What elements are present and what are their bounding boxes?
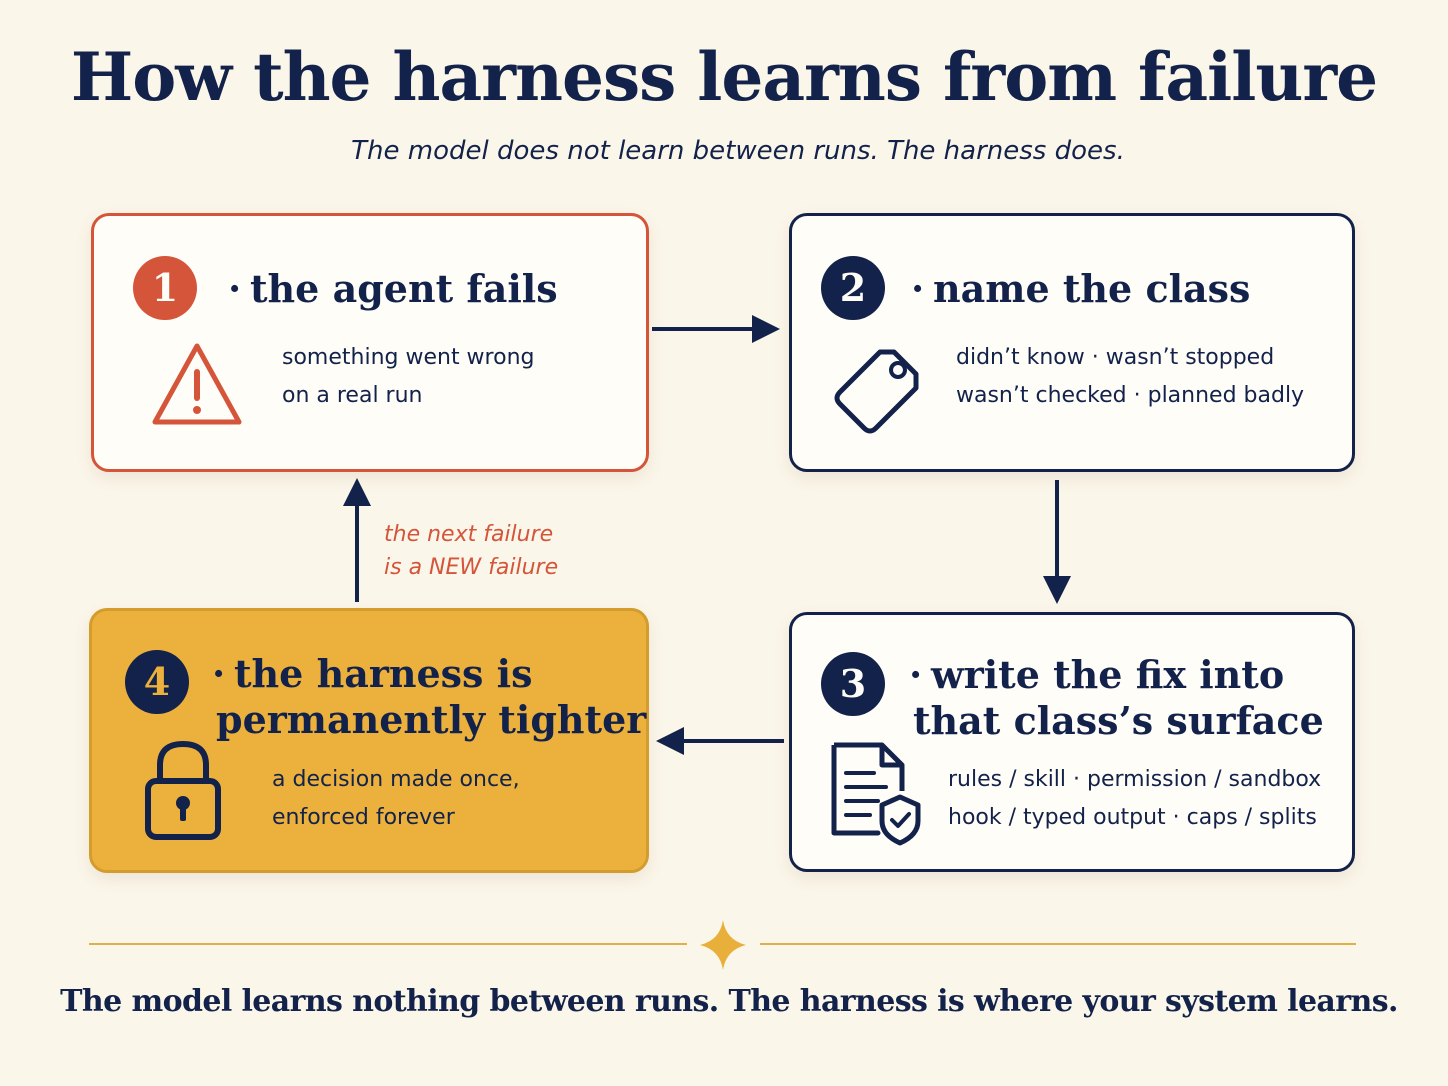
step-card-2: 2 ·name the class didn’t know · wasn’t s… <box>789 213 1355 472</box>
arrow-step3-to-step4 <box>656 727 784 755</box>
step-description-line: enforced forever <box>272 805 455 830</box>
tag-icon <box>834 349 919 434</box>
step-description-line: didn’t know · wasn’t stopped <box>956 345 1275 370</box>
step-title: ·write the fix into that class’s surface <box>909 652 1324 743</box>
feedback-label-line: the next failure <box>384 522 554 547</box>
step-description: something went wrong on a real run <box>282 339 534 415</box>
step-description-line: something went wrong <box>282 345 535 370</box>
step-title: ·the agent fails <box>228 266 558 311</box>
feedback-label: the next failure is a NEW failure <box>384 518 558 584</box>
step-description-line: hook / typed output · caps / splits <box>948 805 1317 830</box>
step-description-line: rules / skill · permission / sandbox <box>948 767 1322 792</box>
step-title-line: the agent fails <box>250 266 558 311</box>
step-number-badge: 2 <box>821 256 885 320</box>
step-title-line: permanently tighter <box>216 697 647 742</box>
page-title: How the harness learns from failure <box>70 38 1378 116</box>
padlock-icon <box>145 740 221 840</box>
step-description: rules / skill · permission / sandbox hoo… <box>948 761 1321 837</box>
step-description: a decision made once, enforced forever <box>272 761 520 837</box>
arrow-step4-to-step1 <box>343 478 371 602</box>
step-title-line: that class’s surface <box>913 698 1324 743</box>
step-title-line: name the class <box>933 266 1251 311</box>
step-number-badge: 4 <box>125 650 189 714</box>
step-title: ·the harness is permanently tighter <box>212 651 647 742</box>
step-card-3: 3 ·write the fix into that class’s surfa… <box>789 612 1355 872</box>
step-title-line: the harness is <box>234 651 533 696</box>
step-description-line: on a real run <box>282 383 423 408</box>
step-number-badge: 3 <box>821 652 885 716</box>
divider-line-right <box>760 943 1356 945</box>
warning-triangle-icon <box>152 343 242 425</box>
arrow-step1-to-step2 <box>652 315 780 343</box>
step-description-line: wasn’t checked · planned badly <box>956 383 1305 408</box>
step-number-badge: 1 <box>133 256 197 320</box>
arrow-step2-to-step3 <box>1043 480 1071 604</box>
document-shield-icon <box>831 742 921 846</box>
sparkle-icon <box>700 920 746 970</box>
step-title-line: write the fix into <box>931 652 1285 697</box>
step-description-line: a decision made once, <box>272 767 520 792</box>
step-title: ·name the class <box>911 266 1251 311</box>
divider-line-left <box>89 943 687 945</box>
step-card-4: 4 ·the harness is permanently tighter a … <box>89 608 649 873</box>
step-description: didn’t know · wasn’t stopped wasn’t chec… <box>956 339 1304 415</box>
footer-statement: The model learns nothing between runs. T… <box>60 984 1398 1019</box>
step-card-1: 1 ·the agent fails something went wrong … <box>91 213 649 472</box>
feedback-label-line: is a NEW failure <box>384 555 559 580</box>
page-subtitle: The model does not learn between runs. T… <box>351 136 1125 166</box>
